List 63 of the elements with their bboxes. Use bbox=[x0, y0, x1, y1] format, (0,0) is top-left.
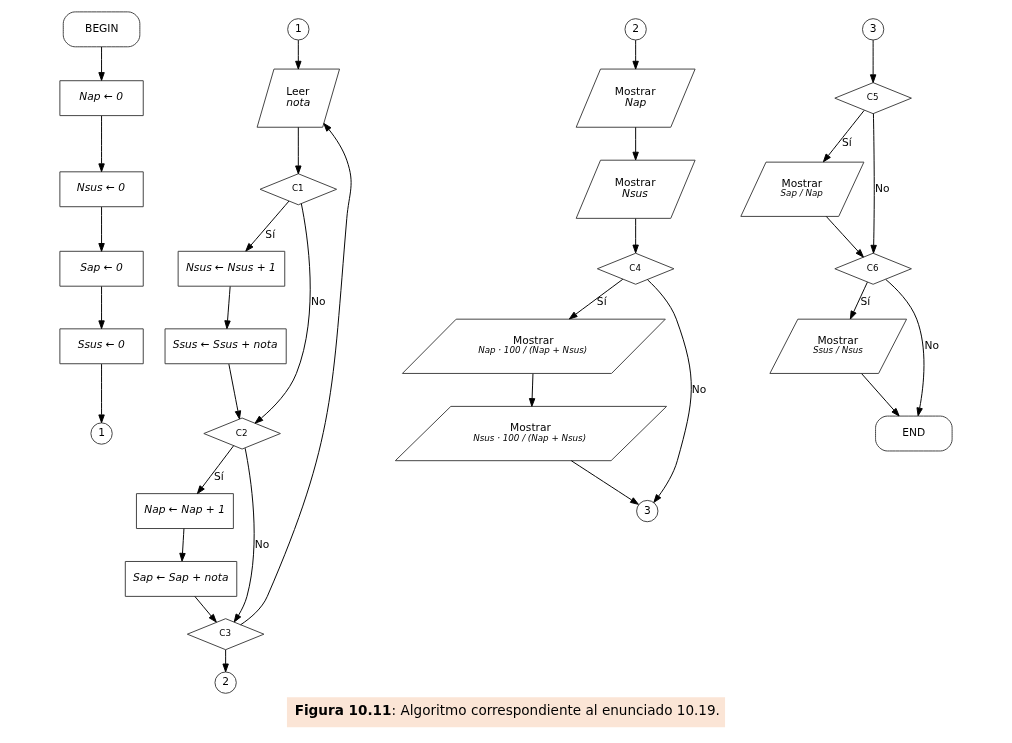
edge-label: No bbox=[254, 537, 270, 551]
node-box: Sap ← 0 bbox=[59, 250, 144, 287]
arrow bbox=[228, 363, 242, 420]
node-diamond: C1 bbox=[259, 173, 338, 206]
arrow bbox=[647, 279, 692, 503]
edge-label: Sí bbox=[214, 469, 224, 483]
arrow bbox=[869, 39, 877, 84]
edge-label: Sí bbox=[860, 295, 871, 309]
arrow bbox=[98, 46, 105, 81]
arrow bbox=[632, 218, 639, 254]
arrow bbox=[632, 39, 639, 70]
arrow bbox=[885, 279, 925, 417]
edge-label: Sí bbox=[842, 136, 852, 150]
arrow bbox=[98, 286, 105, 330]
node-box: Sap ← Sap + nota bbox=[124, 561, 238, 597]
node-box: BEGIN bbox=[62, 11, 141, 48]
node-box: Nsus ← Nsus + 1 bbox=[177, 250, 286, 287]
edge-label: No bbox=[924, 339, 939, 353]
arrow bbox=[245, 200, 290, 252]
arrow bbox=[240, 123, 352, 626]
arrow bbox=[98, 363, 105, 424]
caption: Figura 10.11: Algoritmo correspondiente al enunciado 10.19. bbox=[294, 702, 720, 719]
arrow bbox=[98, 206, 105, 252]
edge-label: No bbox=[691, 382, 707, 396]
arrow bbox=[295, 126, 302, 175]
arrow bbox=[825, 216, 864, 258]
node-circle: 1 bbox=[287, 18, 310, 41]
arrow bbox=[861, 373, 900, 417]
arrow bbox=[196, 445, 235, 495]
node-circle: 3 bbox=[861, 18, 885, 41]
arrow bbox=[849, 281, 868, 320]
arrow bbox=[295, 39, 302, 70]
node-circle: 3 bbox=[636, 499, 659, 523]
node-box: Ssus ← 0 bbox=[59, 328, 144, 365]
node-box: Nap ← Nap + 1 bbox=[135, 493, 234, 529]
node-box: Ssus ← Ssus + nota bbox=[164, 328, 287, 365]
node-circle: 1 bbox=[90, 422, 113, 445]
arrow bbox=[222, 649, 229, 673]
arrow bbox=[98, 115, 105, 173]
node-diamond: C6 bbox=[834, 252, 912, 285]
node-diamond: C5 bbox=[834, 82, 912, 115]
arrow bbox=[822, 109, 865, 163]
node-box: END bbox=[875, 415, 953, 452]
arrow bbox=[870, 113, 877, 254]
edge-label: No bbox=[875, 181, 890, 195]
arrow bbox=[194, 596, 217, 623]
node-diamond: C4 bbox=[596, 252, 675, 285]
node-box: Nsus ← 0 bbox=[59, 171, 144, 208]
arrow bbox=[568, 278, 624, 320]
edge-label: Sí bbox=[596, 295, 607, 309]
arrow bbox=[224, 286, 231, 330]
arrow bbox=[254, 203, 311, 424]
node-circle: 2 bbox=[624, 18, 647, 41]
edge-label: No bbox=[310, 295, 326, 309]
arrow bbox=[233, 447, 255, 623]
edge-label: Sí bbox=[265, 227, 276, 241]
arrow bbox=[528, 373, 536, 407]
arrow bbox=[570, 460, 639, 505]
node-diamond: C3 bbox=[186, 618, 265, 651]
node-circle: 2 bbox=[214, 671, 237, 694]
arrow bbox=[632, 126, 639, 161]
arrow bbox=[179, 528, 186, 562]
node-box: Nap ← 0 bbox=[59, 80, 144, 117]
